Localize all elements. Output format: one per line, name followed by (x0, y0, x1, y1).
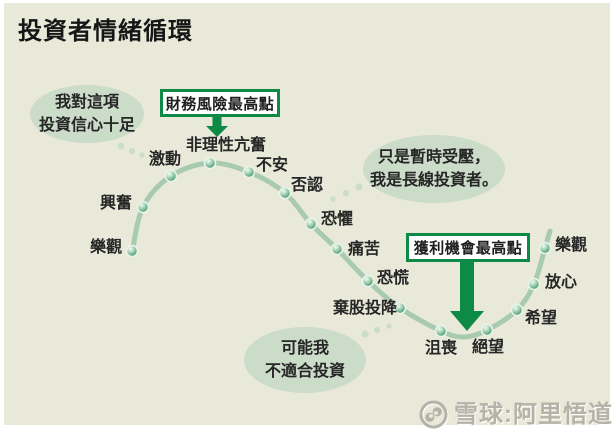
stage-label: 絕望 (471, 339, 505, 356)
thought-trail-dot (330, 196, 336, 202)
stage-label: 否認 (290, 177, 324, 194)
bubble-text-line: 我對這項 (54, 93, 119, 111)
thought-trail-dot (373, 326, 381, 334)
curve-point (434, 324, 448, 338)
stage-label: 恐懼 (320, 211, 354, 228)
stage-label: 沮喪 (424, 340, 458, 357)
stage-label: 樂觀 (554, 237, 588, 254)
thought-bubble-not-suited: 可能我 不適合投資 (244, 327, 366, 393)
stage-label: 非理性亢奮 (185, 137, 267, 154)
thought-trail-dot (129, 148, 135, 154)
thought-trail-dot (139, 152, 145, 158)
bubble-text-line: 只是暫時受壓， (377, 148, 490, 166)
curve-point (136, 200, 150, 214)
curve-point (125, 244, 139, 258)
curve-point (480, 323, 494, 337)
curve-point (242, 165, 256, 179)
stage-label: 激動 (148, 151, 182, 168)
curve-point (203, 156, 217, 170)
stage-label: 興奮 (99, 195, 133, 212)
stage-label: 痛苦 (347, 241, 381, 258)
curve-point (330, 242, 344, 256)
xueqiu-snowball-logo-icon (419, 400, 449, 430)
thought-trail-dot (342, 189, 350, 197)
curve-point (510, 303, 524, 317)
callout-max-profit-opportunity: 獲利機會最高點 (406, 233, 530, 262)
curve-point (527, 277, 541, 291)
curve-point (278, 186, 292, 200)
bubble-text-line: 可能我 (280, 339, 329, 357)
down-arrow-icon (450, 262, 484, 331)
thought-bubble-long-term-investor: 只是暫時受壓， 我是長線投資者。 (363, 135, 505, 203)
watermark-xueqiu: 雪球:阿里悟道 (418, 399, 613, 430)
callout-label: 獲利機會最高點 (413, 240, 523, 257)
thought-trail-dot (355, 183, 363, 191)
curve-point (361, 274, 375, 288)
callout-label: 財務風險最高點 (165, 95, 275, 113)
callout-max-financial-risk: 財務風險最高點 (160, 89, 280, 117)
stage-label: 恐慌 (376, 270, 410, 287)
stage-label: 希望 (524, 310, 558, 327)
curve-point (393, 301, 407, 315)
watermark-text: 雪球:阿里悟道 (454, 400, 613, 428)
curve-point (164, 169, 178, 183)
stage-label: 不安 (255, 157, 289, 174)
curve-point (538, 241, 552, 255)
bubble-text-line: 我是長線投資者。 (369, 172, 498, 189)
stage-label: 棄股投降 (332, 300, 398, 317)
thought-trail-dot (361, 330, 369, 338)
thought-trail-dot (386, 323, 392, 329)
thought-bubble-confidence: 我對這項 投資信心十足 (30, 85, 144, 143)
bubble-text-line: 不適合投資 (264, 363, 345, 380)
stage-label: 樂觀 (89, 239, 123, 256)
bubble-text-line: 投資信心十足 (38, 117, 135, 134)
curve-point (304, 217, 318, 231)
thought-trail-dot (117, 142, 125, 150)
page-title: 投資者情緒循環 (18, 18, 193, 45)
down-arrow-icon (206, 117, 228, 137)
stage-label: 放心 (544, 274, 578, 291)
